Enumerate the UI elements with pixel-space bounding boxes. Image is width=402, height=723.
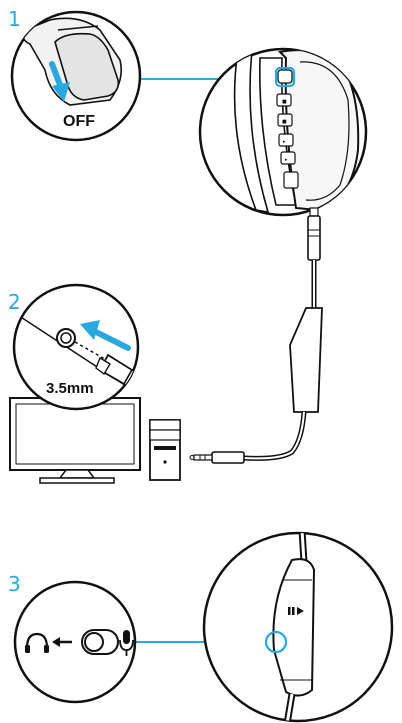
slider-switch-icon	[81, 629, 119, 655]
mic-switch-zoom	[13, 580, 137, 704]
svg-text:▸: ▸	[285, 157, 288, 163]
headphones-icon	[25, 632, 49, 653]
microphone-icon	[119, 630, 134, 656]
arrow-head	[52, 82, 70, 102]
off-label: OFF	[63, 113, 95, 130]
step-2-number: 2	[8, 290, 21, 314]
audio-cable	[189, 207, 323, 464]
insert-arrow-head	[80, 320, 100, 340]
power-switch-zoom: OFF	[10, 10, 142, 142]
jack-zoom: 3.5mm	[12, 283, 140, 411]
monitor-icon	[9, 397, 141, 484]
jack-size-label: 3.5mm	[46, 380, 94, 397]
inline-remote-zoom	[202, 531, 394, 723]
switch-highlight	[274, 66, 296, 88]
svg-text:▸: ▸	[283, 139, 286, 145]
play-pause-icon	[288, 607, 304, 615]
step-1-number: 1	[8, 7, 21, 31]
svg-text:■: ■	[282, 99, 287, 105]
earcup-zoom: ■ ■ ▸ ▸	[198, 47, 368, 217]
mic-switch-highlight	[264, 630, 288, 654]
left-arrow-icon	[52, 637, 72, 647]
desktop-tower-icon	[149, 419, 181, 481]
insert-arrow	[89, 327, 131, 351]
step-3-number: 3	[8, 572, 21, 596]
svg-text:■: ■	[282, 119, 287, 125]
